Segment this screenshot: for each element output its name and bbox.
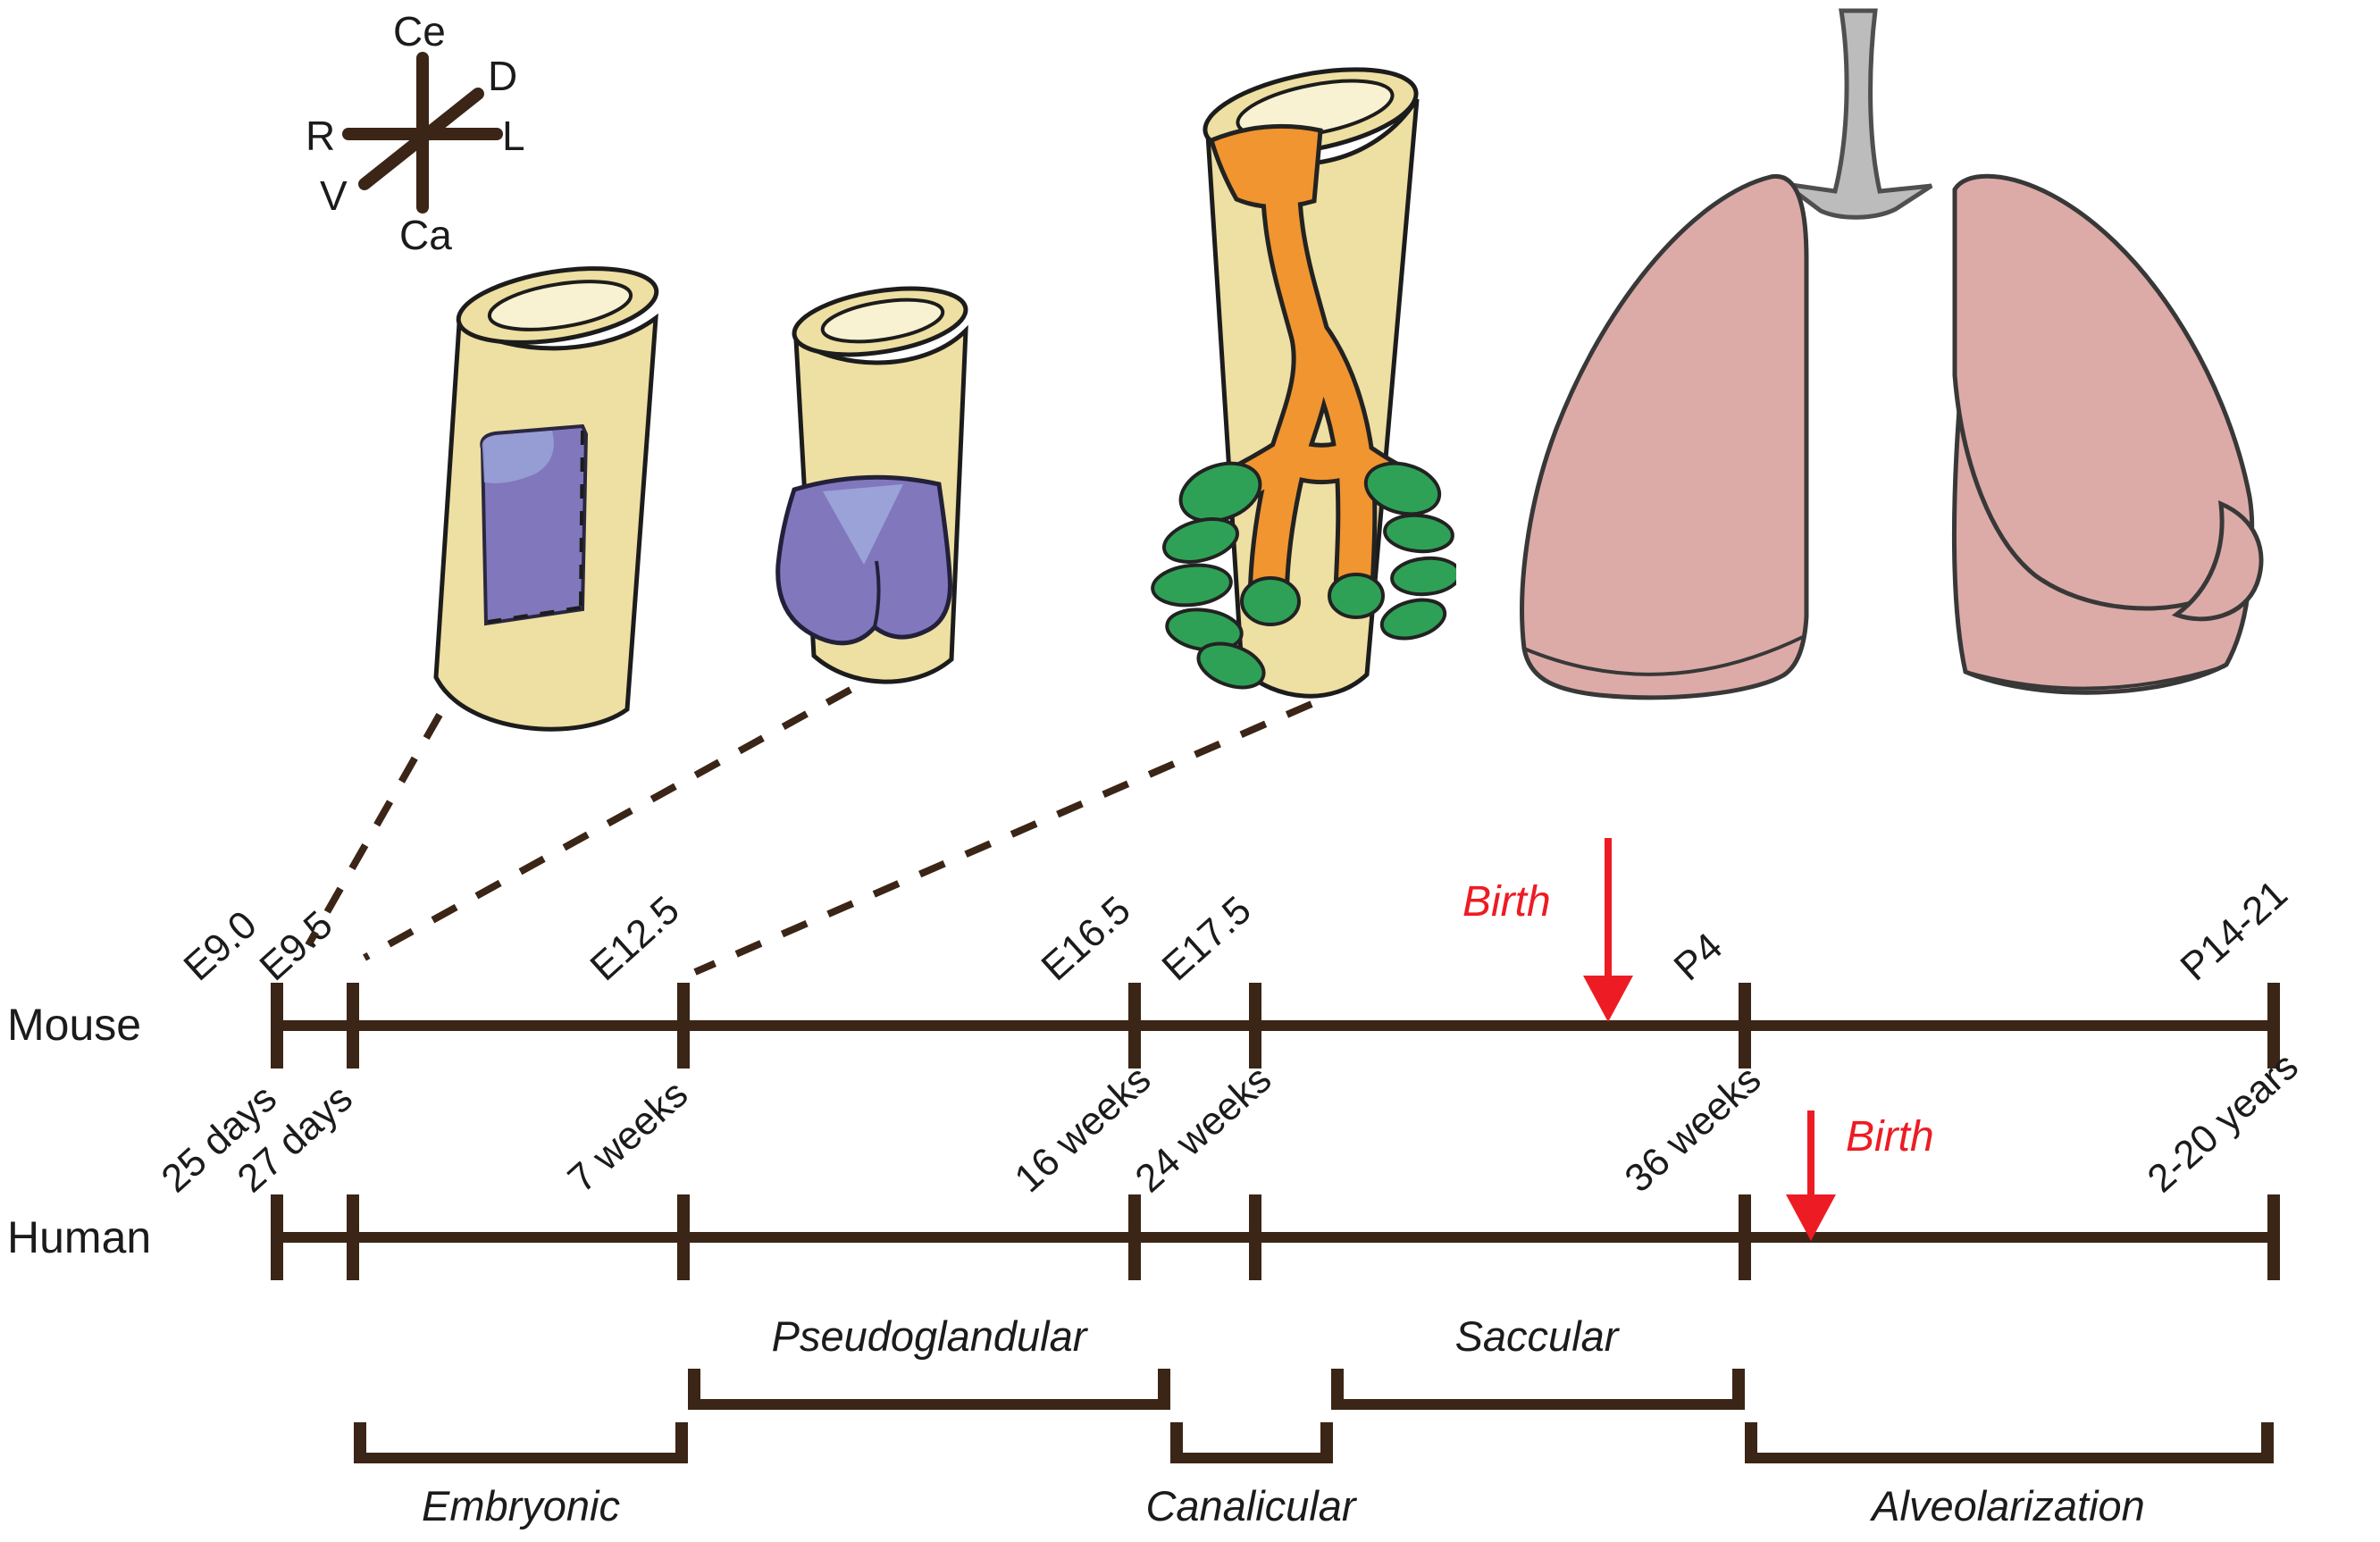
compass-ventral-label: V <box>320 172 348 219</box>
human-tick-label: 36 weeks <box>1616 1057 1770 1202</box>
mouse-row-label: Mouse <box>7 1000 142 1050</box>
compass-cephalic-label: Ce <box>393 8 446 54</box>
human-tick-label: 2-20 years <box>2139 1043 2307 1202</box>
human-tick-24-weeks <box>1249 1194 1261 1280</box>
mouse-tick-e9-5 <box>347 983 359 1069</box>
human-tick-2-20-years <box>2267 1194 2280 1280</box>
pseudoglandular-bracket <box>688 1369 1170 1410</box>
canalicular-stage-label: Canalicular <box>1145 1482 1356 1529</box>
mouse-tick-label: P14-21 <box>2172 871 2296 990</box>
human-row-label: Human <box>7 1212 152 1262</box>
human-timeline <box>277 1232 2274 1243</box>
human-birth-arrow <box>1807 1110 1814 1198</box>
mature-lung-illustration <box>1520 8 2264 700</box>
pseudoglandular-stage-label: Pseudoglandular <box>771 1312 1087 1360</box>
mouse-tick-label: E17.5 <box>1153 887 1260 990</box>
alveolarization-bracket <box>1745 1422 2274 1463</box>
human-tick-label: 7 weeks <box>559 1071 697 1202</box>
foregut-tube-illustration <box>433 266 659 732</box>
embryonic-bracket <box>354 1422 688 1463</box>
lung-bud-illustration <box>775 286 968 684</box>
mouse-timeline <box>277 1020 2274 1031</box>
compass-left-label: L <box>502 113 525 159</box>
mouse-tick-label: E12.5 <box>582 887 688 990</box>
mouse-tick-label: E9.5 <box>251 902 341 990</box>
human-tick-25-days <box>271 1194 283 1280</box>
human-birth-label: Birth <box>1846 1113 1934 1161</box>
mouse-birth-arrow <box>1605 838 1612 979</box>
human-tick-27-days <box>347 1194 359 1280</box>
embryonic-stage-label: Embryonic <box>421 1482 620 1529</box>
mouse-tick-p14-21 <box>2267 983 2280 1069</box>
mouse-tick-e17-5 <box>1249 983 1261 1069</box>
human-birth-arrowhead <box>1786 1194 1836 1241</box>
human-tick-36-weeks <box>1739 1194 1751 1280</box>
mouse-tick-e16-5 <box>1128 983 1141 1069</box>
compass-caudal-label: Ca <box>399 212 452 258</box>
orientation-compass-icon <box>342 52 503 214</box>
canalicular-bracket <box>1170 1422 1333 1463</box>
compass-right-label: R <box>306 113 336 159</box>
branching-airway-illustration <box>1151 67 1456 699</box>
human-tick-16-weeks <box>1128 1194 1141 1280</box>
saccular-bracket <box>1331 1369 1745 1410</box>
compass-dorsal-label: D <box>488 53 518 99</box>
mouse-tick-p4 <box>1739 983 1751 1069</box>
mouse-birth-arrowhead <box>1583 976 1633 1022</box>
mouse-tick-label: P4 <box>1665 924 1731 990</box>
mouse-tick-e9-0 <box>271 983 283 1069</box>
mouse-tick-label: E16.5 <box>1033 887 1139 990</box>
mouse-birth-label: Birth <box>1462 878 1551 926</box>
trachea-icon <box>1783 8 1933 220</box>
alveolarization-stage-label: Alveolarization <box>1872 1482 2145 1529</box>
saccular-stage-label: Saccular <box>1454 1312 1619 1360</box>
mouse-tick-label: E9.0 <box>175 902 265 990</box>
mouse-tick-e12-5 <box>677 983 690 1069</box>
human-tick-7-weeks <box>677 1194 690 1280</box>
